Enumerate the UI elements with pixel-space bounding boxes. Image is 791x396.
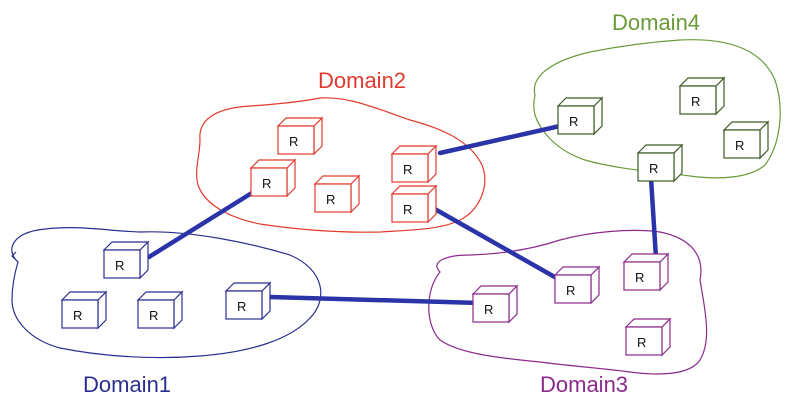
router-label: R [484, 302, 493, 317]
router-label: R [326, 192, 335, 207]
router-d1-1: R [102, 240, 150, 280]
domain2-label: Domain2 [318, 68, 406, 93]
router-d3-3: R [622, 252, 670, 292]
router-d2-5: R [390, 184, 438, 224]
router-d2-4: R [390, 144, 438, 184]
router-label: R [649, 161, 658, 176]
router-d4-1: R [556, 96, 604, 136]
router-d2-1: R [276, 116, 324, 156]
domain4-label: Domain4 [612, 10, 700, 35]
router-label: R [73, 308, 82, 323]
router-d3-4: R [624, 317, 672, 357]
domain1-cloud [11, 227, 322, 359]
router-label: R [403, 162, 412, 177]
link-domain1-domain2 [146, 188, 258, 260]
router-d2-2: R [249, 158, 297, 198]
domain3-label: Domain3 [540, 372, 628, 396]
router-d1-3: R [136, 290, 184, 330]
router-d4-4: R [636, 143, 684, 183]
router-d3-1: R [471, 284, 519, 324]
router-d4-3: R [722, 120, 770, 160]
domain4-cloud [533, 39, 781, 179]
router-label: R [566, 283, 575, 298]
router-d1-4: R [224, 281, 272, 321]
domain3-cloud [428, 229, 708, 375]
router-label: R [403, 202, 412, 217]
router-label: R [115, 258, 124, 273]
link-domain2-domain4 [437, 123, 563, 156]
router-d2-3: R [313, 174, 361, 214]
router-label: R [262, 176, 271, 191]
link-domain2-domain3 [430, 205, 563, 283]
router-d3-2: R [553, 265, 601, 305]
router-label: R [735, 138, 744, 153]
router-label: R [289, 134, 298, 149]
router-d1-2: R [60, 290, 108, 330]
router-label: R [637, 335, 646, 350]
link-domain4-domain3 [648, 175, 659, 261]
domain2-cloud [196, 97, 486, 233]
domain1-label: Domain1 [83, 372, 171, 396]
router-d4-2: R [678, 76, 726, 116]
router-label: R [149, 308, 158, 323]
router-label: R [635, 270, 644, 285]
router-label: R [691, 94, 700, 109]
router-label: R [237, 299, 246, 314]
link-domain1-domain3 [267, 294, 483, 306]
router-label: R [569, 114, 578, 129]
